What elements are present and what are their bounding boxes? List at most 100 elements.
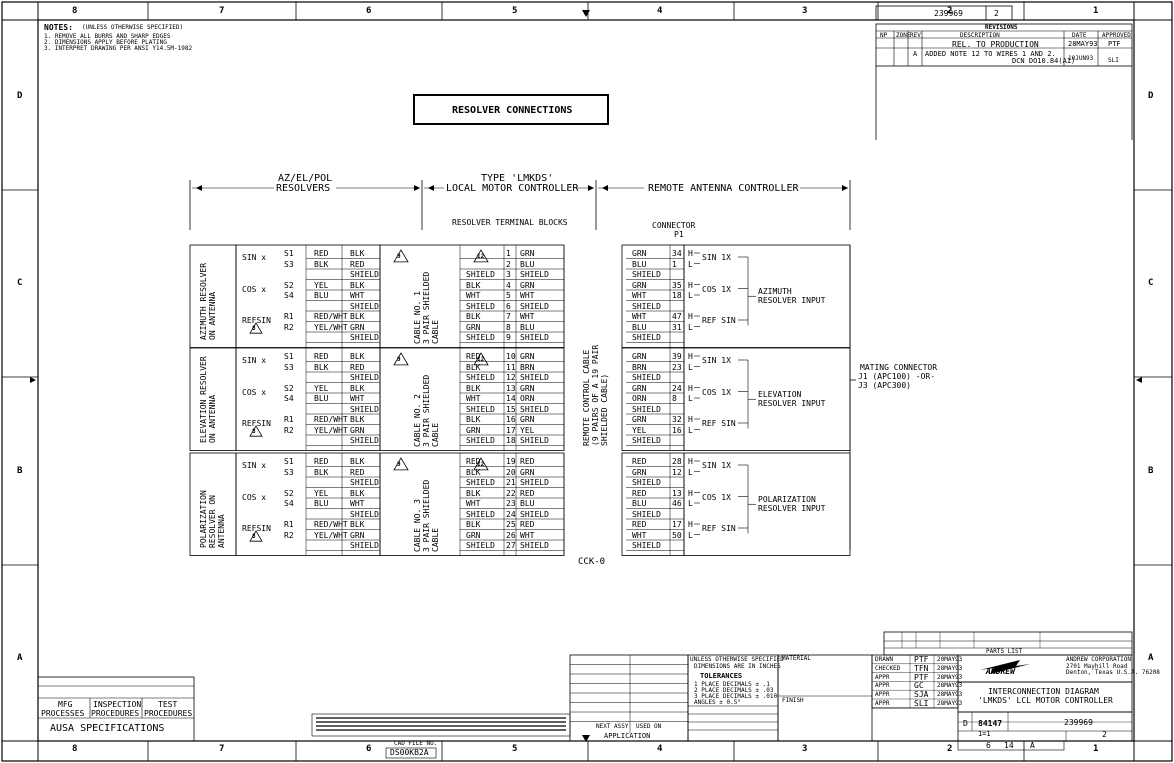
resolver-pin: S3 [284,259,294,269]
arrow-icon [588,185,594,191]
tb-left-color: WHT [466,394,481,403]
cable-wire-color: SHIELD [350,404,379,414]
p1-wire-color: RED [632,488,647,498]
approval-name: GC [914,681,924,691]
approval-date: 28MAY93 [937,700,963,707]
rev-desc: ADDED NOTE 12 TO WIRES 1 AND 2. [925,50,1056,58]
resolver-pin: S3 [284,467,294,477]
note-flag-number: 9 [397,461,401,468]
tb-right-color: GRN [520,352,535,361]
rac-box [683,244,851,348]
resolver-name: POLARIZATION [199,489,208,548]
note-flag-icon [249,530,263,542]
rev-header: REV [910,32,921,39]
rev-letter: A [913,50,918,58]
resolver-pin: S1 [284,457,294,466]
cable-wire-color: BLK [350,312,365,321]
tolerance-line: 1 PLACE DECIMALS ± .1 [694,681,770,688]
size-letter: D [963,719,968,728]
tb-left-color: RED [466,457,481,466]
tb-left-color: SHIELD [466,301,495,311]
note-flag-icon [249,425,263,437]
tb-left-color: GRN [466,530,481,540]
p1-wire-color: GRN [632,467,647,477]
parts-list-block [883,631,1133,656]
approval-role: CHECKED [875,664,901,672]
p1-pin-number: 32 [672,415,682,424]
resolver-signal: SIN x [242,253,267,262]
cable-label: 3 PAIR SHIELDED [422,271,431,344]
rev-header: DATE [1072,32,1087,39]
zone-label-bottom: 2 [947,744,953,754]
center-mark-icon [30,377,36,383]
approval-role: APPR [875,682,890,690]
rev-header: APPROVED [1102,32,1131,39]
note-flag-number: 9 [397,253,401,260]
tb-terminal-number: 18 [506,436,516,445]
tb-terminal-number: 20 [506,467,516,477]
cad-file-number: DS00KB2A [390,748,429,757]
cable-wire-color: SHIELD [350,373,379,382]
tb-right-color: SHIELD [520,509,549,519]
cable-wire-color: WHT [350,394,365,403]
connector-label: CONNECTOR [652,221,696,230]
resolver-name: ANTENNA [217,513,226,548]
approval-date: 28MAY93 [937,664,963,672]
row-label-right: A [1148,653,1154,663]
rac-box [683,347,851,451]
rev-desc: DCN DO10.84(A1) [1012,57,1076,65]
tb-right-color: BLU [520,322,535,332]
rac-signal: COS 1X [702,387,731,397]
cable-wire-color: RED [350,259,365,269]
cable-label: 3 PAIR SHIELDED [422,479,431,552]
spec-col-inspection: INSPECTION [93,700,142,709]
low-lead: L [688,467,693,477]
row-label-right: B [1148,466,1154,476]
cable-wire-color: SHIELD [350,478,379,487]
approval-role: DRAWN [875,656,894,663]
row-label-left: A [17,653,23,663]
resolver-pin: S4 [284,291,294,300]
tolerance-line: ANGLES ± 0.5° [694,699,741,706]
cable-wire-color: SHIELD [350,436,379,445]
cck-label: CCK-0 [578,557,606,567]
zone-label-bottom: 3 [802,744,808,754]
cable-label: 3 PAIR SHIELDED [422,374,431,447]
approval-role: APPR [875,673,890,681]
center-mark-icon [1136,377,1142,383]
resolver-wire-color: RED/WHT [314,312,348,321]
tolerance-line: 3 PLACE DECIMALS ± .010 [694,693,778,700]
resolver-signal: REFSIN [242,316,271,325]
high-lead: H [688,457,693,466]
tb-right-color: BLU [520,259,535,269]
tb-right-color: SHIELD [520,478,549,487]
tb-left-color: SHIELD [466,478,495,487]
cable-label: CABLE [431,319,440,344]
p1-wire-color: WHT [632,530,647,540]
diagram-title-box [413,94,609,125]
tb-left-color: SHIELD [466,270,495,279]
resolver-name: ELEVATION RESOLVER [199,355,208,443]
zone-label-bottom: 8 [72,744,78,754]
resolver-input-label: POLARIZATION [758,495,816,505]
resolver-signal: COS x [242,284,267,294]
note-flag-number: 8 [252,325,256,332]
note-flag-number: 9 [397,356,401,363]
resolver-signal: SIN x [242,356,267,365]
cable-wire-color: BLK [350,520,365,529]
cable-label: CABLE NO. 3 [413,498,422,552]
resolver-input-label: RESOLVER INPUT [758,504,826,514]
company-address: Denton, Texas U.S.A. 76208 [1066,669,1160,676]
low-lead: L [688,394,693,403]
resolver-pin: R2 [284,425,294,435]
p1-wire-color: RED [632,520,647,529]
tb-terminal-number: 15 [506,404,516,414]
resolver-pin: R1 [284,520,294,529]
arrow-icon [842,185,848,191]
code-value: 6 [986,741,991,750]
tb-left-color: SHIELD [466,541,495,550]
tb-terminal-number: 25 [506,520,516,529]
tb-terminal-number: 12 [506,373,516,382]
cable-wire-color: SHIELD [350,333,379,342]
revision-letter: A [1030,741,1035,750]
